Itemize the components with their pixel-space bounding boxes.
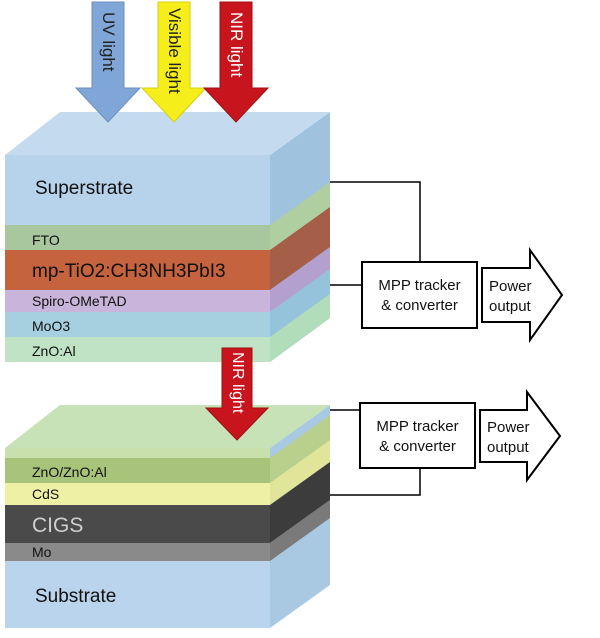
top-cell: Superstrate FTO mp-TiO2:CH3NH3PbI3 Spiro… bbox=[5, 112, 330, 362]
moo3-layer-side bbox=[270, 269, 330, 337]
cds-layer bbox=[5, 483, 270, 505]
nir-light-label: NIR light bbox=[227, 12, 246, 77]
mo-layer-side bbox=[270, 500, 330, 561]
mo-label: Mo bbox=[32, 544, 52, 560]
cigs-layer-side bbox=[270, 462, 330, 543]
spiro-label: Spiro-OMeTAD bbox=[32, 293, 127, 309]
incoming-arrows: UV light Visible light NIR light bbox=[74, 1, 270, 123]
zno-layer bbox=[5, 458, 270, 483]
mo-layer bbox=[5, 543, 270, 561]
power-output-bottom-line2: output bbox=[487, 439, 530, 456]
fto-label: FTO bbox=[32, 232, 60, 248]
cds-label: CdS bbox=[32, 486, 59, 502]
top-cell-top-face bbox=[5, 112, 330, 155]
bottom-top-front bbox=[5, 448, 270, 458]
spiro-layer bbox=[5, 290, 270, 312]
spiro-layer-side bbox=[270, 247, 330, 312]
fto-layer bbox=[5, 225, 270, 250]
zno-al-layer-side bbox=[270, 294, 330, 362]
cigs-layer bbox=[5, 505, 270, 543]
moo3-label: MoO3 bbox=[32, 318, 70, 334]
zno-label: ZnO/ZnO:Al bbox=[32, 464, 107, 480]
moo3-layer bbox=[5, 312, 270, 337]
perovskite-layer bbox=[5, 250, 270, 290]
power-output-top-line1: Power bbox=[489, 278, 532, 295]
substrate-label: Substrate bbox=[35, 586, 116, 607]
mpp-tracker-top-line2: & converter bbox=[381, 297, 458, 314]
nir-light-middle-arrow bbox=[204, 347, 270, 441]
superstrate-label: Superstrate bbox=[35, 178, 133, 199]
mpp-tracker-top-line1: MPP tracker bbox=[378, 277, 460, 294]
uv-light-arrow bbox=[74, 1, 142, 123]
mpp-tracker-bottom-line2: & converter bbox=[379, 438, 456, 455]
power-output-arrow-top bbox=[481, 246, 564, 344]
perovskite-layer-side bbox=[270, 207, 330, 290]
top-cell-upper-wire bbox=[330, 181, 421, 262]
mpp-tracker-box-bottom bbox=[359, 402, 476, 469]
bottom-converter-group: MPP tracker & converter Power output bbox=[359, 389, 562, 483]
nir-light-middle-label: NIR light bbox=[229, 352, 246, 414]
bottom-cell: ZnO/ZnO:Al CdS CIGS Mo Substrate bbox=[5, 405, 330, 628]
zno-al-label: ZnO:Al bbox=[32, 343, 76, 359]
perovskite-label: mp-TiO2:CH3NH3PbI3 bbox=[32, 261, 226, 282]
power-output-top-line2: output bbox=[489, 298, 532, 315]
power-output-bottom-line1: Power bbox=[487, 419, 530, 436]
cigs-label: CIGS bbox=[32, 514, 83, 537]
uv-light-label: UV light bbox=[99, 12, 118, 72]
superstrate-front bbox=[5, 155, 270, 225]
wiring bbox=[330, 181, 421, 496]
substrate-front bbox=[5, 561, 270, 628]
power-output-arrow-bottom bbox=[479, 389, 562, 483]
visible-light-label: Visible light bbox=[165, 8, 184, 94]
cds-layer-side bbox=[270, 440, 330, 505]
fto-layer-side bbox=[270, 182, 330, 250]
mpp-tracker-bottom-line1: MPP tracker bbox=[376, 418, 458, 435]
zno-layer-side bbox=[270, 415, 330, 483]
mpp-tracker-box-top bbox=[361, 261, 478, 329]
top-converter-group: MPP tracker & converter Power output bbox=[361, 246, 564, 344]
nir-light-arrow bbox=[202, 1, 270, 123]
bottom-cell-lower-wire bbox=[330, 468, 421, 496]
visible-light-arrow bbox=[140, 1, 208, 123]
